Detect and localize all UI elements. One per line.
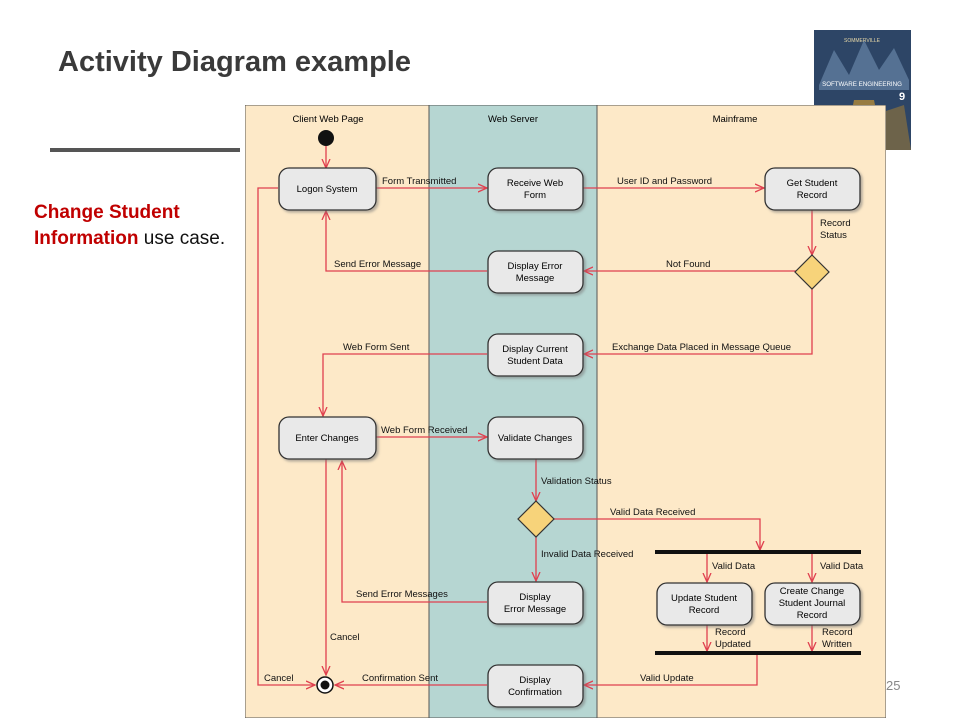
label-web-form-received: Web Form Received	[381, 425, 467, 436]
edge-cancel-logon	[257, 187, 315, 685]
activity-update-line2: Record	[689, 605, 720, 616]
activity-display-current-line2: Student Data	[507, 356, 563, 367]
label-record-status-2: Status	[820, 230, 847, 241]
activity-display-error-line1: Display Error	[508, 261, 563, 272]
activity-update-line1: Update Student	[671, 593, 737, 604]
activity-confirmation-line2: Confirmation	[508, 687, 562, 698]
lane-label-mainframe: Mainframe	[713, 114, 758, 125]
activity-get-record-line2: Record	[797, 190, 828, 201]
label-record-status-1: Record	[820, 218, 851, 229]
label-record-written-2: Written	[822, 639, 852, 650]
activity-logon-label: Logon System	[297, 184, 358, 195]
usecase-name: Change Student Information	[34, 202, 180, 249]
edge-valid-data-received	[552, 518, 760, 550]
label-form-transmitted: Form Transmitted	[382, 176, 456, 187]
label-confirmation-sent: Confirmation Sent	[362, 673, 438, 684]
cover-author: SOMMERVILLE	[844, 38, 881, 44]
activity-get-record-line1: Get Student	[787, 178, 838, 189]
activity-display-confirmation: Display Confirmation	[487, 664, 584, 708]
slide-title: Activity Diagram example	[58, 46, 411, 78]
label-not-found: Not Found	[666, 259, 710, 270]
activity-display-current-line1: Display Current	[502, 344, 568, 355]
activity-display-error-message: Display Error Message	[487, 250, 584, 294]
activity-create-change-journal: Create Change Student Journal Record	[764, 582, 861, 626]
label-user-id: User ID and Password	[617, 176, 712, 187]
label-valid-data-1: Valid Data	[712, 561, 756, 572]
fork-bar	[655, 550, 861, 554]
title-underline	[50, 148, 240, 152]
activity-receive-line2: Form	[524, 190, 546, 201]
label-invalid-data: Invalid Data Received	[541, 549, 633, 560]
label-valid-update: Valid Update	[640, 673, 694, 684]
usecase-suffix: use case.	[138, 228, 226, 249]
label-record-updated-1: Record	[715, 627, 746, 638]
lane-label-client: Client Web Page	[292, 114, 363, 125]
initial-node	[318, 130, 334, 146]
activity-update-student-record: Update Student Record	[656, 582, 753, 626]
activity-journal-line2: Student Journal	[779, 598, 846, 609]
label-validation-status: Validation Status	[541, 476, 612, 487]
label-send-error-messages: Send Error Messages	[356, 589, 448, 600]
cover-edition: 9	[899, 91, 905, 103]
activity-enter-changes-label: Enter Changes	[295, 433, 359, 444]
flow-edges	[257, 146, 813, 685]
activity-validate-changes: Validate Changes	[487, 416, 584, 460]
activity-display-current-student-data: Display Current Student Data	[487, 333, 584, 377]
label-record-updated-2: Updated	[715, 639, 751, 650]
edge-labels: Form Transmitted User ID and Password Re…	[264, 176, 864, 684]
activity-receive-line1: Receive Web	[507, 178, 563, 189]
activity-logon: Logon System	[278, 167, 377, 211]
edge-exchange-data	[584, 288, 813, 354]
activity-diagram: Client Web Page Web Server Mainframe Log…	[244, 104, 887, 723]
activity-display-error2-line1: Display	[519, 592, 550, 603]
activity-confirmation-line1: Display	[519, 675, 550, 686]
label-web-form-sent: Web Form Sent	[343, 342, 410, 353]
activity-enter-changes: Enter Changes	[278, 416, 377, 460]
decision-validation	[517, 500, 555, 538]
edge-valid-update	[584, 655, 758, 685]
usecase-caption: Change Student Information use case.	[34, 200, 234, 252]
activity-display-error-message-2: Display Error Message	[487, 581, 584, 625]
decision-record-status	[794, 254, 830, 290]
label-cancel-2: Cancel	[264, 673, 294, 684]
activity-receive-web-form: Receive Web Form	[487, 167, 584, 211]
activity-journal-line1: Create Change	[780, 586, 844, 597]
label-valid-data-received: Valid Data Received	[610, 507, 695, 518]
cover-title: SOFTWARE ENGINEERING	[822, 81, 902, 88]
label-send-error: Send Error Message	[334, 259, 421, 270]
page-number: 25	[886, 678, 901, 693]
label-exchange-data: Exchange Data Placed in Message Queue	[612, 342, 791, 353]
join-bar	[655, 651, 861, 655]
activity-validate-label: Validate Changes	[498, 433, 573, 444]
activity-get-student-record: Get Student Record	[764, 167, 861, 211]
activity-journal-line3: Record	[797, 610, 828, 621]
label-record-written-1: Record	[822, 627, 853, 638]
label-valid-data-2: Valid Data	[820, 561, 864, 572]
edge-send-error	[326, 211, 487, 272]
activity-display-error2-line2: Error Message	[504, 604, 566, 615]
label-cancel-1: Cancel	[330, 632, 360, 643]
activity-display-error-line2: Message	[516, 273, 555, 284]
lane-label-web: Web Server	[488, 114, 538, 125]
edge-send-error-messages	[342, 461, 487, 603]
edge-web-form-sent	[323, 353, 487, 416]
